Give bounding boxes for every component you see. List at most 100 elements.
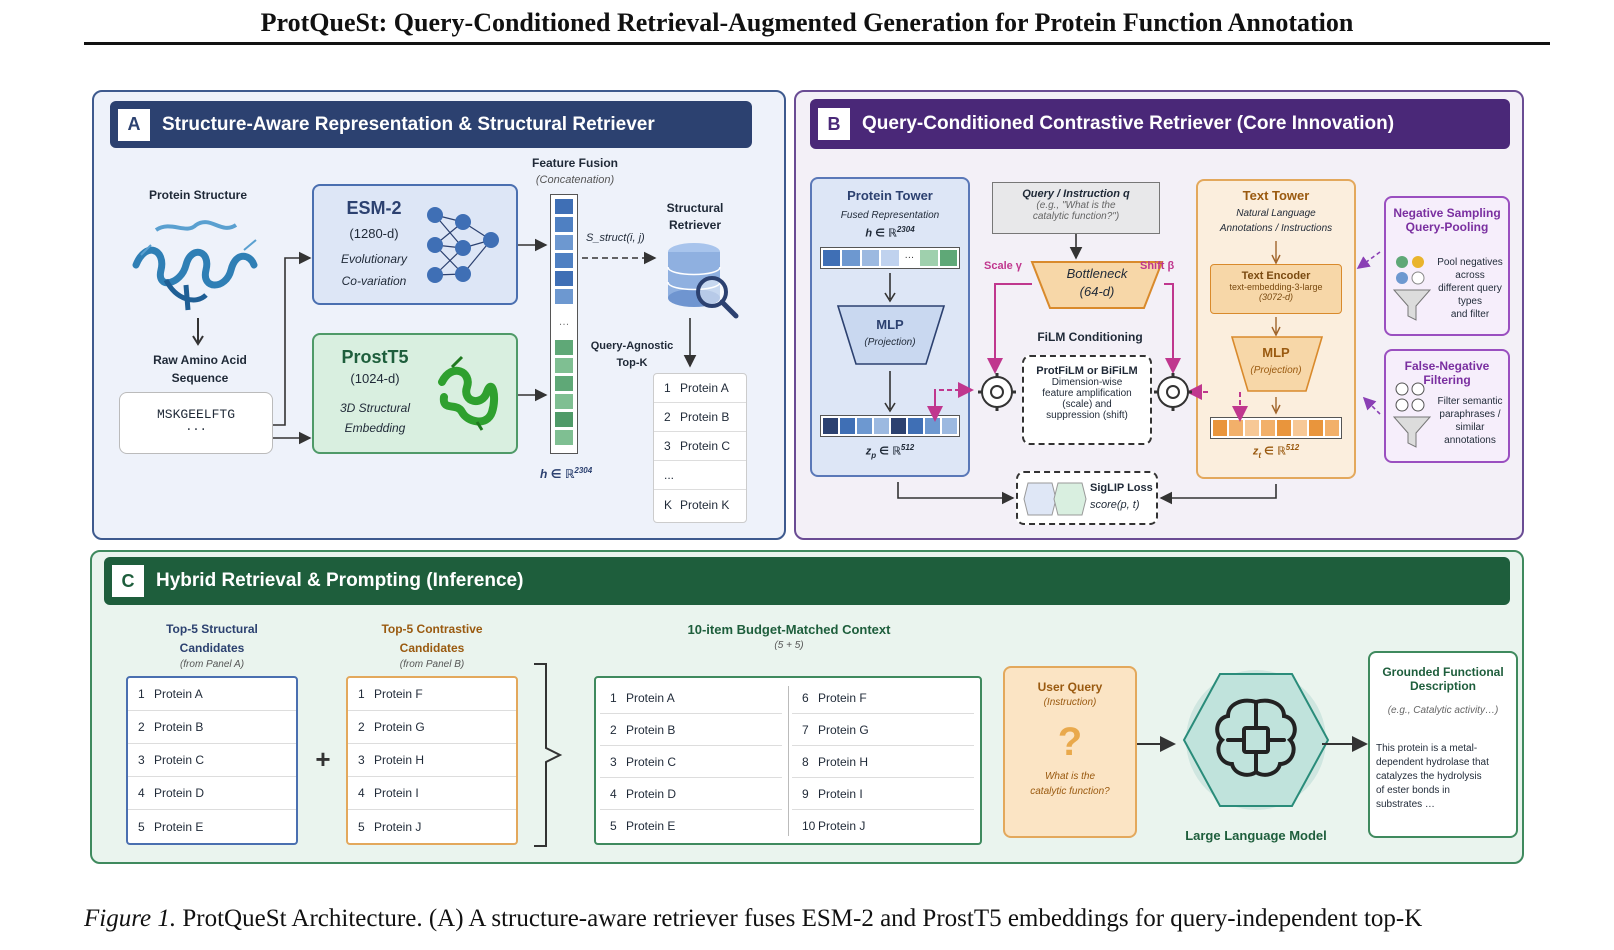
text-encoder-model: text-embedding-3-large [1229,282,1323,292]
esm2-desc-2: Co-variation [341,274,407,288]
zt-symbol: z [1252,445,1259,458]
protein-tower-h-sup: 2304 [896,225,915,234]
protein-tower-title: Protein Tower [847,188,933,203]
query-example-2: catalytic function?") [1032,211,1120,222]
list-item-number: 10 [802,819,816,833]
protein-tower-h: h ∈ ℝ2304 [812,225,968,240]
negative-sampling-box: Negative Sampling Query-Pooling Pool neg… [1384,196,1510,336]
text-encoder-title: Text Encoder [1241,270,1311,282]
page-title: ProtQueSt: Query-Conditioned Retrieval-A… [260,8,1354,37]
query-box: Query / Instruction q (e.g., "What is th… [992,182,1160,234]
user-query-title: User Query [1037,680,1103,694]
list-item-name: Protein B [680,410,730,424]
panel-a-label: A [118,108,150,141]
text-mlp-projection: (Projection) [1250,365,1302,376]
contr-candidates-title-1: Top-5 Contrastive [381,622,483,636]
list-item-number: 3 [664,439,671,453]
siglip-score: score(p, t) [1090,499,1140,511]
merge-brace [534,663,563,847]
grounded-text-line: dependent hydrolase that [1376,757,1489,768]
list-item-name: Protein D [154,786,205,800]
grounded-output-box: Grounded Functional Description (e.g., C… [1368,651,1518,838]
list-item: 2 Protein B [654,403,746,432]
zt-rest: ∈ ℝ [1261,445,1286,458]
list-item-name: Protein I [374,786,419,800]
list-item-name: Protein K [680,497,730,512]
list-item-number: ... [664,468,675,482]
film-box-title: ProtFiLM or BiFiLM [1036,365,1138,377]
figure-caption-label: Figure 1. [84,905,177,932]
list-item-name: Protein F [818,690,867,705]
list-item: 8 Protein H [792,746,974,778]
list-item-number: 4 [358,786,365,800]
list-item: ... [654,461,746,490]
bottleneck-label: Bottleneck [1066,266,1128,281]
bottleneck-dim: (64-d) [1079,284,1115,299]
feature-fusion-sub: (Concatenation) [535,174,615,186]
list-item-name: Protein C [626,754,677,769]
neg-desc-line: types [1458,296,1482,307]
zp-vector [820,415,960,437]
scale-gamma-label: Scale γ [984,260,1022,272]
protein-mlp-trapezoid [836,305,946,365]
list-item-number: 1 [610,690,617,705]
fused-h-text: h ∈ ℝ [540,467,575,481]
list-item: 4 Protein D [128,777,296,810]
grounded-title-1: Grounded Functional [1382,665,1504,679]
text-encoder-dim: (3072-d) [1258,292,1294,302]
fused-h-sup: 2304 [574,466,593,475]
list-item-number: 9 [802,786,809,801]
list-item-name: Protein H [818,754,869,769]
list-item-number: 4 [610,786,617,801]
zp-label: zp ∈ ℝ512 [812,443,968,460]
zt-sup: 512 [1285,443,1300,452]
grounded-text-line: substrates … [1376,799,1435,810]
list-item-name: Protein E [626,819,676,833]
film-box-line-1: Dimension-wise [1051,377,1123,388]
list-item-number: 2 [664,410,671,424]
figure-caption-text: ProtQueSt Architecture. (A) A structure-… [176,905,1423,932]
list-item-number: 2 [138,720,145,734]
context-sub: (5 + 5) [774,640,804,651]
list-item-number: K [664,497,673,512]
grounded-example: (e.g., Catalytic activity…) [1387,705,1499,716]
contr-candidates-title-2: Candidates [399,641,465,655]
user-query-example-1: What is the [1044,771,1096,782]
panel-a-title: Structure-Aware Representation & Structu… [162,113,655,135]
list-item-name: Protein J [374,819,422,834]
list-item-name: Protein C [154,753,205,767]
protein-tower-arrows [884,273,896,413]
list-item-number: 2 [610,722,617,737]
neural-network-icon [427,207,499,283]
text-tower-nl-1: Natural Language [1236,208,1316,219]
query-example-1: (e.g., "What is the [1036,200,1116,211]
zp-rest: ∈ ℝ [876,445,901,458]
list-item-number: 3 [358,753,365,767]
text-tower-title: Text Tower [1242,188,1310,203]
context-title: 10-item Budget-Matched Context [687,622,891,637]
protein-h-vector: … [820,247,960,269]
text-tower-nl-2: Annotations / Instructions [1219,223,1333,234]
query-agnostic-label-1: Query-Agnostic [590,340,674,352]
structural-retriever-title-2: Retriever [668,218,722,232]
list-item-number: 8 [802,754,809,769]
fused-h-label: h ∈ ℝ2304 [540,466,592,481]
prostt5-desc-2: Embedding [344,421,406,435]
fn-desc-line: similar [1455,422,1485,433]
list-item-name: Protein G [818,722,869,737]
grounded-text: This protein is a metal-dependent hydrol… [1376,742,1516,812]
zt-label: zt ∈ ℝ512 [1198,443,1354,460]
list-item-number: 4 [138,786,145,800]
